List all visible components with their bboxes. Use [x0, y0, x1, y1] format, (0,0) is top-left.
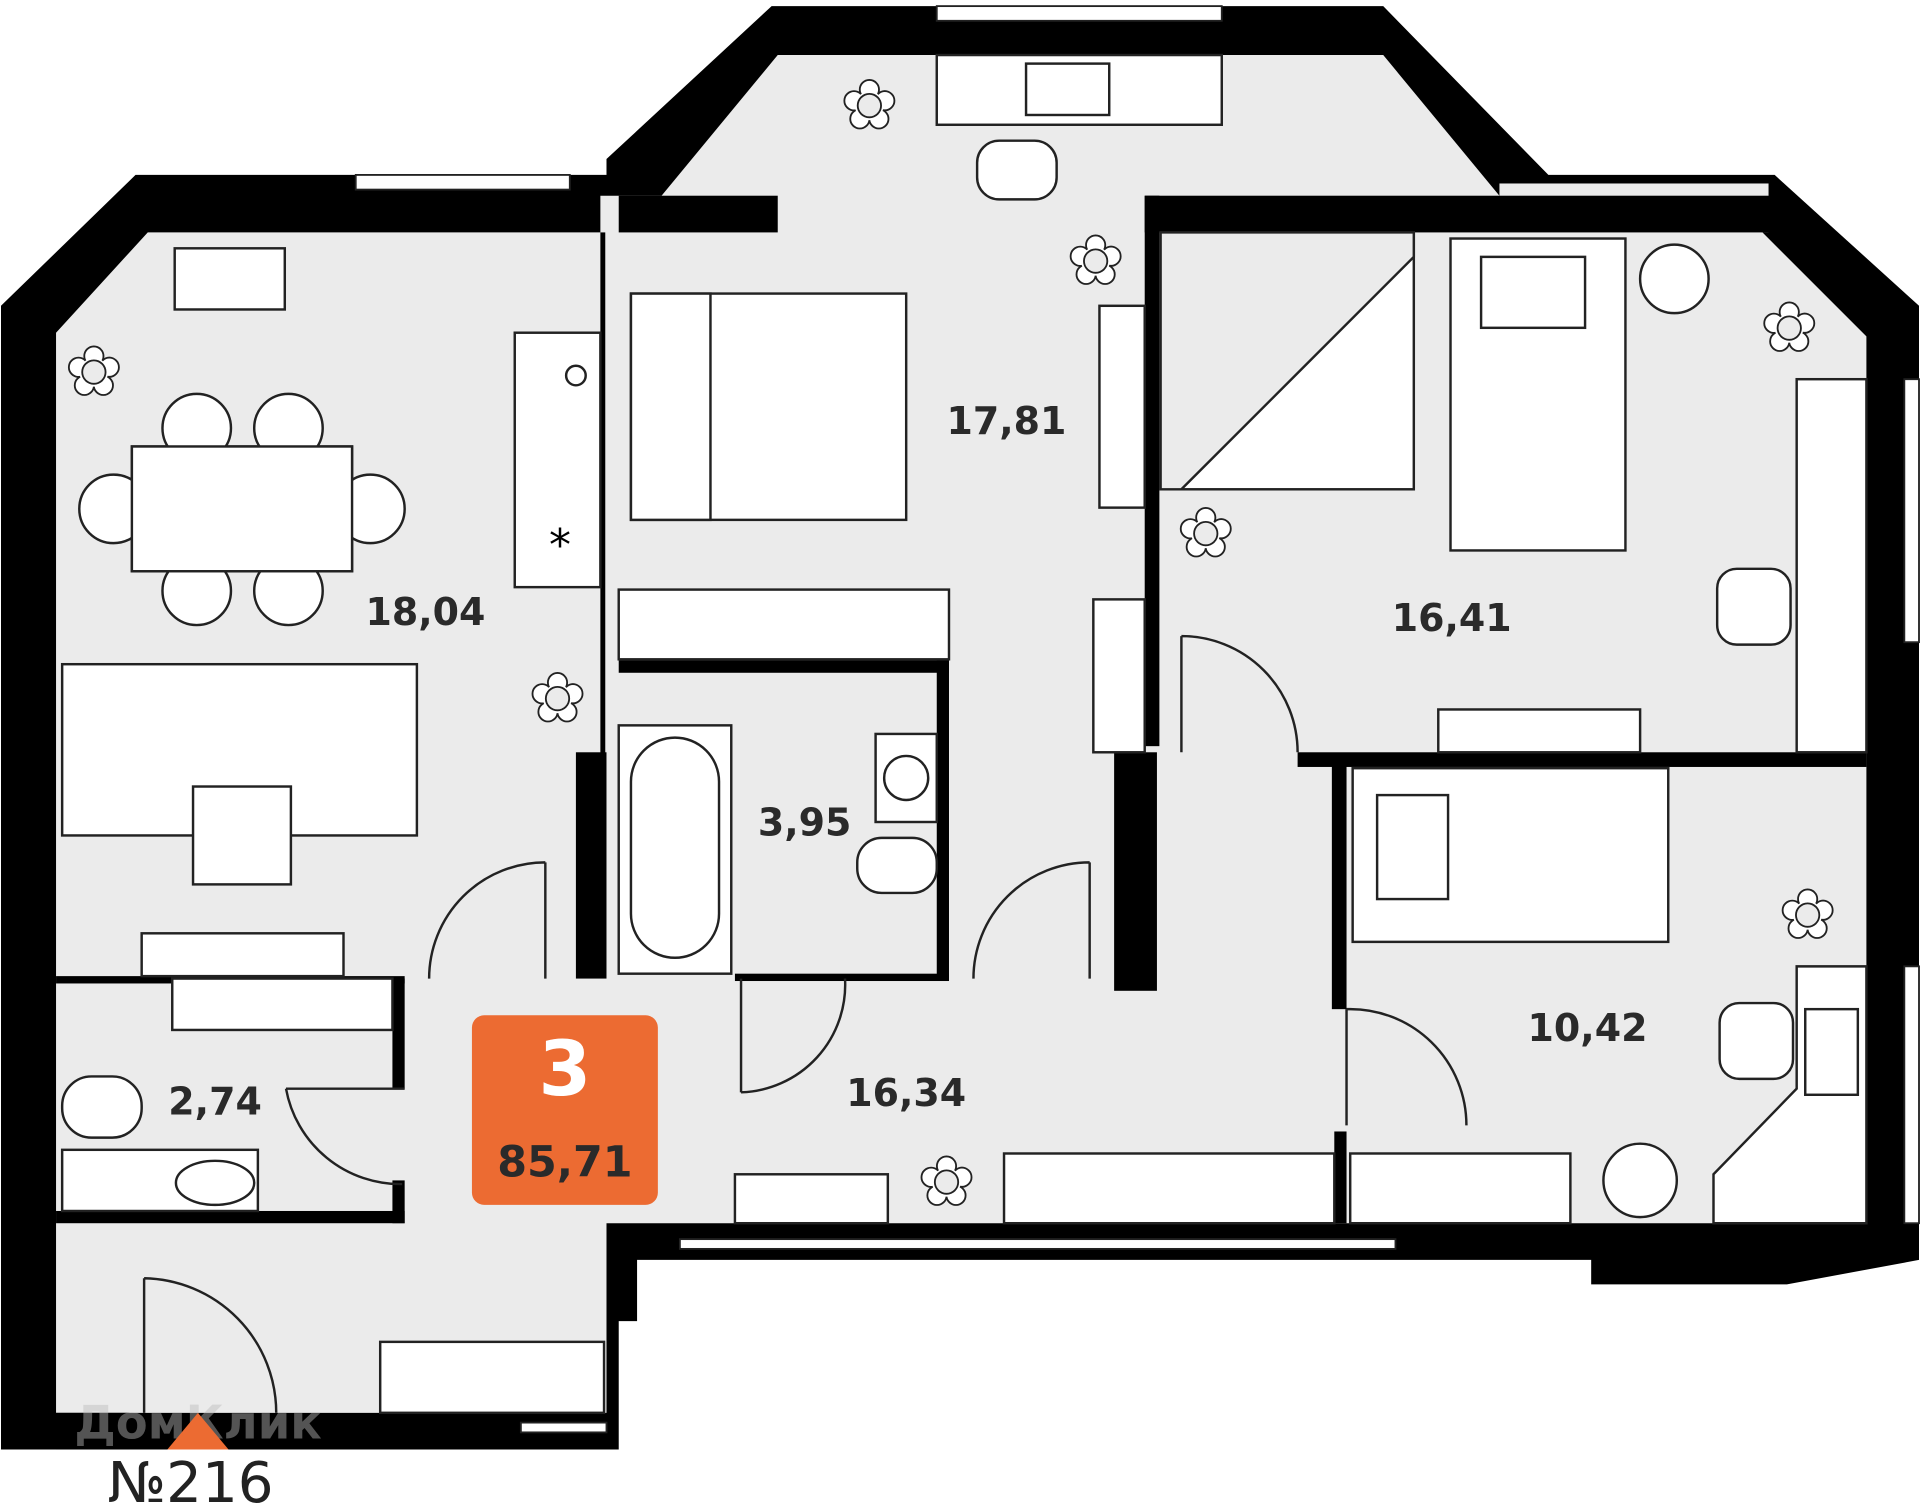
interior-walls: [56, 195, 1867, 1450]
room-area-label: 17,81: [947, 399, 1067, 443]
window: [935, 5, 1223, 22]
room-area-label: 16,41: [1392, 596, 1512, 640]
window: [519, 1421, 608, 1434]
plant-icon: ✿: [1067, 221, 1124, 301]
window: [1903, 965, 1920, 1225]
shoe-cabinet: [733, 1173, 890, 1225]
plant-icon: ✿: [1779, 875, 1836, 955]
window: [1903, 378, 1920, 644]
apartment-badge: 3 85,71: [471, 1015, 658, 1205]
plant-icon: ✿: [918, 1142, 975, 1222]
window: [354, 174, 571, 191]
plant-icon: ✿: [1177, 494, 1234, 574]
furniture: *: [60, 53, 1868, 1415]
cabinet: [171, 977, 394, 1032]
dresser: [1092, 598, 1146, 754]
room-area-label: 10,42: [1528, 1006, 1648, 1050]
office-chair: [975, 139, 1058, 201]
plants: ✿ ✿ ✿ ✿ ✿ ✿ ✿ ✿: [64, 65, 1837, 1223]
room-area-label: 16,34: [846, 1071, 966, 1115]
room-area-label: 18,04: [366, 590, 486, 634]
lamp: [1638, 243, 1710, 315]
toilet: [60, 1075, 143, 1139]
apartment-number: №216: [108, 1451, 274, 1507]
asterisk-icon: *: [549, 520, 571, 571]
sink-icon: [564, 364, 587, 387]
wardrobe: [378, 1340, 606, 1415]
window: [678, 1238, 1397, 1250]
plant-icon: ✿: [1761, 288, 1818, 368]
desk: [1795, 377, 1868, 754]
office-chair: [1715, 567, 1792, 646]
coffee-table: [191, 785, 293, 886]
wardrobe: [1002, 1152, 1336, 1225]
room-area-label: 2,74: [168, 1079, 262, 1123]
plant-icon: ✿: [841, 65, 898, 145]
toy-basket: [1602, 1142, 1679, 1219]
wardrobe: [1348, 1152, 1572, 1225]
plant-icon: ✿: [65, 332, 122, 412]
plant-icon: ✿: [529, 659, 586, 739]
wardrobe: [617, 588, 951, 661]
office-chair: [1718, 1001, 1795, 1081]
doors: [142, 634, 1468, 1413]
toilet: [856, 836, 938, 895]
rooms-count: 3: [539, 1025, 592, 1113]
tv-stand: [140, 932, 345, 978]
room-area-label: 3,95: [758, 800, 852, 844]
tv-stand: [1437, 708, 1642, 754]
stove: [173, 247, 287, 311]
entrance-marker-icon: [167, 1412, 229, 1450]
total-area: 85,71: [497, 1138, 632, 1188]
tv-stand: [1098, 304, 1146, 509]
